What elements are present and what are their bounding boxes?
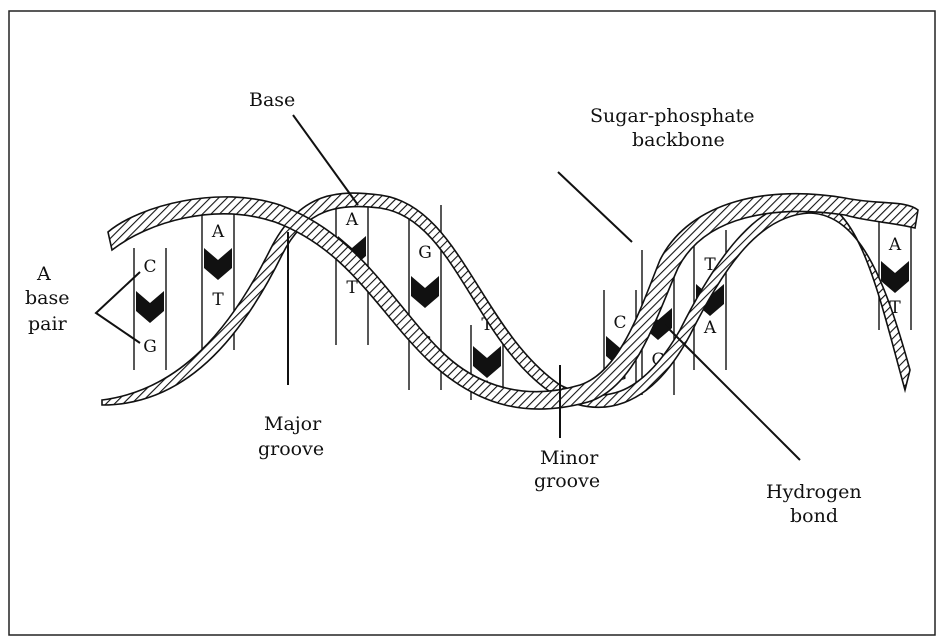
hydrogen-bond-mark <box>411 276 439 308</box>
hydrogen-bond-mark <box>881 261 909 293</box>
label-minor-groove-line1: Minor <box>540 447 599 469</box>
base-letter-top: A <box>888 235 902 255</box>
base-letter-top: A <box>211 222 225 242</box>
base-letter-bottom: A <box>703 318 717 338</box>
hydrogen-bond-mark <box>136 291 164 323</box>
label-hydrogen-bond-line1: Hydrogen <box>766 481 862 503</box>
base-letter-bottom: G <box>143 337 157 357</box>
leader-base <box>293 115 358 205</box>
sugar-phosphate-strand-2 <box>108 194 918 409</box>
leader-hydrogen-bond <box>660 320 800 460</box>
frame-border <box>9 11 935 635</box>
label-base-pair-line2: base <box>25 287 70 309</box>
label-base-pair-line1: A <box>36 263 51 285</box>
base-letter-bottom: T <box>346 278 358 298</box>
leader-backbone <box>558 172 632 242</box>
base-letter-top: C <box>143 257 156 277</box>
base-letter-top: A <box>345 210 359 230</box>
base-letter-top: C <box>613 313 626 333</box>
label-major-groove-line2: groove <box>258 438 324 460</box>
base-letter-top: G <box>418 243 432 263</box>
label-backbone-line2: backbone <box>632 129 725 151</box>
label-base: Base <box>249 89 295 111</box>
hydrogen-bond-mark <box>473 346 501 378</box>
label-major-groove-line1: Major <box>264 413 322 435</box>
base-letter-bottom: T <box>212 290 224 310</box>
hydrogen-bond-mark <box>204 248 232 280</box>
label-minor-groove-line2: groove <box>534 470 600 492</box>
base-pair: CG <box>134 248 166 370</box>
label-backbone-line1: Sugar-phosphate <box>590 105 754 127</box>
label-base-pair-line3: pair <box>28 313 68 335</box>
label-hydrogen-bond-line2: bond <box>790 505 838 527</box>
